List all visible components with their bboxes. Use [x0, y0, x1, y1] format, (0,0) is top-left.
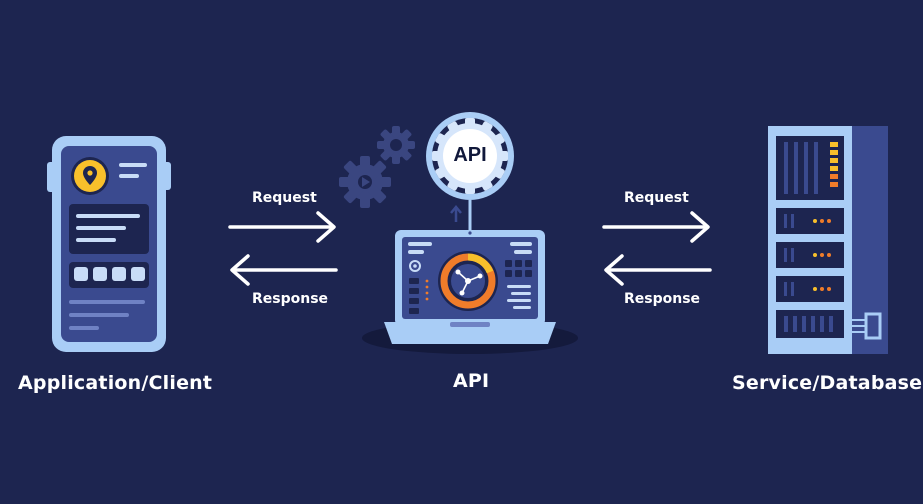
- api-label: API: [453, 370, 490, 392]
- right-response-label: Response: [624, 291, 701, 307]
- right-response-arrow: [604, 254, 712, 286]
- right-request-arrow: [602, 211, 710, 243]
- location-pin-icon: [71, 157, 109, 195]
- server-icon: [768, 126, 888, 354]
- laptop-icon: [362, 230, 578, 354]
- gear-small-icon: [377, 126, 415, 164]
- left-request-label: Request: [252, 190, 317, 206]
- gear-large-icon: [339, 156, 391, 208]
- phone-icon: [47, 136, 171, 352]
- left-request-arrow: [228, 211, 336, 243]
- api-badge-label: API: [453, 144, 487, 166]
- left-response-arrow: [230, 254, 338, 286]
- client-label: Application/Client: [18, 372, 213, 394]
- left-response-label: Response: [252, 291, 329, 307]
- api-gear-badge-icon: [426, 112, 514, 232]
- right-request-label: Request: [624, 190, 689, 206]
- service-label: Service/Database: [732, 372, 923, 394]
